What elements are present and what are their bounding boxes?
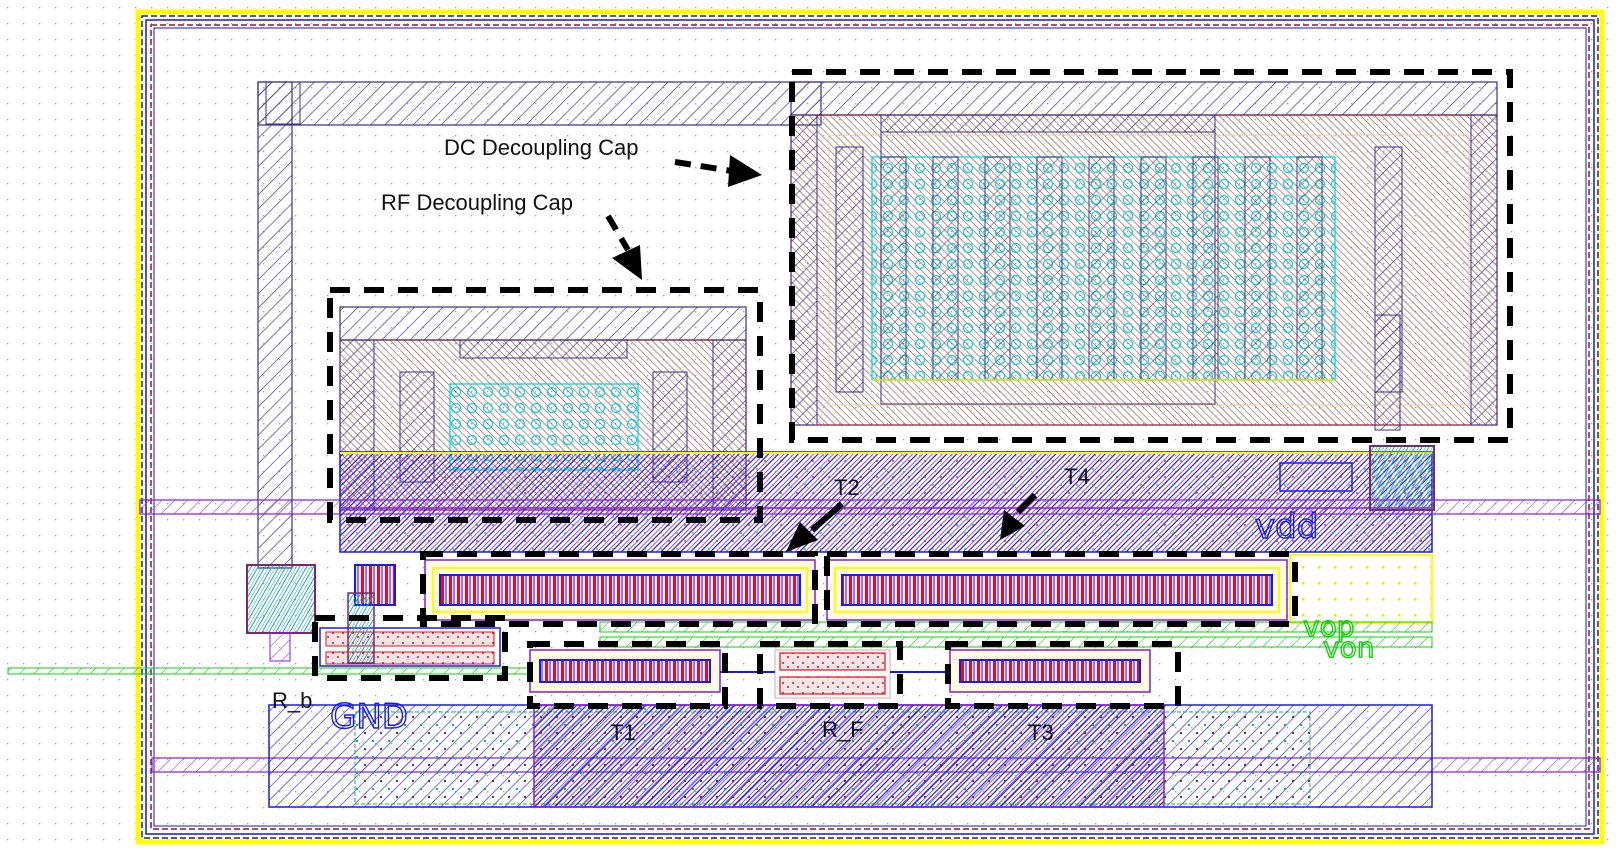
r-b-box xyxy=(312,615,508,681)
label-dc-decoupling-cap: DC Decoupling Cap xyxy=(444,135,638,160)
input-pad-stub xyxy=(269,632,291,662)
annotation-boxes xyxy=(312,69,1513,709)
transistor-t2[interactable] xyxy=(354,559,816,621)
net-label-gnd: GND xyxy=(330,697,408,737)
t4-arrow-icon xyxy=(1000,510,1025,540)
resistor-r-f[interactable] xyxy=(720,649,950,699)
dc-cap-box xyxy=(789,69,1513,443)
dc-cap-fingers xyxy=(880,156,1323,381)
gnd-rail: GND xyxy=(268,696,1433,808)
dc-cap-arrow-icon xyxy=(728,155,762,187)
transistor-t3[interactable] xyxy=(949,649,1151,693)
r-f-box xyxy=(757,641,903,709)
label-t2: T2 xyxy=(834,475,860,500)
label-rf-decoupling-cap: RF Decoupling Cap xyxy=(381,190,573,215)
purple-feedthrough-top xyxy=(139,499,1601,515)
label-t4: T4 xyxy=(1064,464,1090,489)
label-t1: T1 xyxy=(610,720,636,745)
t2-box xyxy=(420,551,818,627)
label-r-f: R_F xyxy=(822,717,864,742)
rf-cap-box xyxy=(327,287,763,523)
t1-box xyxy=(527,641,728,709)
net-label-von: von xyxy=(1323,631,1374,664)
t3-box xyxy=(945,641,1181,709)
net-label-vop: vop xyxy=(1303,610,1354,643)
input-net-line xyxy=(7,667,529,675)
seal-ring xyxy=(135,9,1605,845)
vdd-rail: vdd xyxy=(339,445,1435,553)
dc-decoupling-cap[interactable] xyxy=(790,81,1498,431)
rf-cap-arrow-icon xyxy=(612,245,642,280)
resistor-r-b[interactable] xyxy=(319,592,501,667)
transistor-t1[interactable] xyxy=(529,649,721,693)
transistor-t4[interactable] xyxy=(826,559,1288,621)
label-t3: T3 xyxy=(1028,720,1054,745)
annotation-arrows xyxy=(605,155,1038,552)
yellow-dummy-region xyxy=(1289,554,1433,624)
t2-arrow-icon xyxy=(786,522,818,552)
input-pad-left xyxy=(246,564,316,634)
label-r-b: R_b xyxy=(272,688,312,713)
